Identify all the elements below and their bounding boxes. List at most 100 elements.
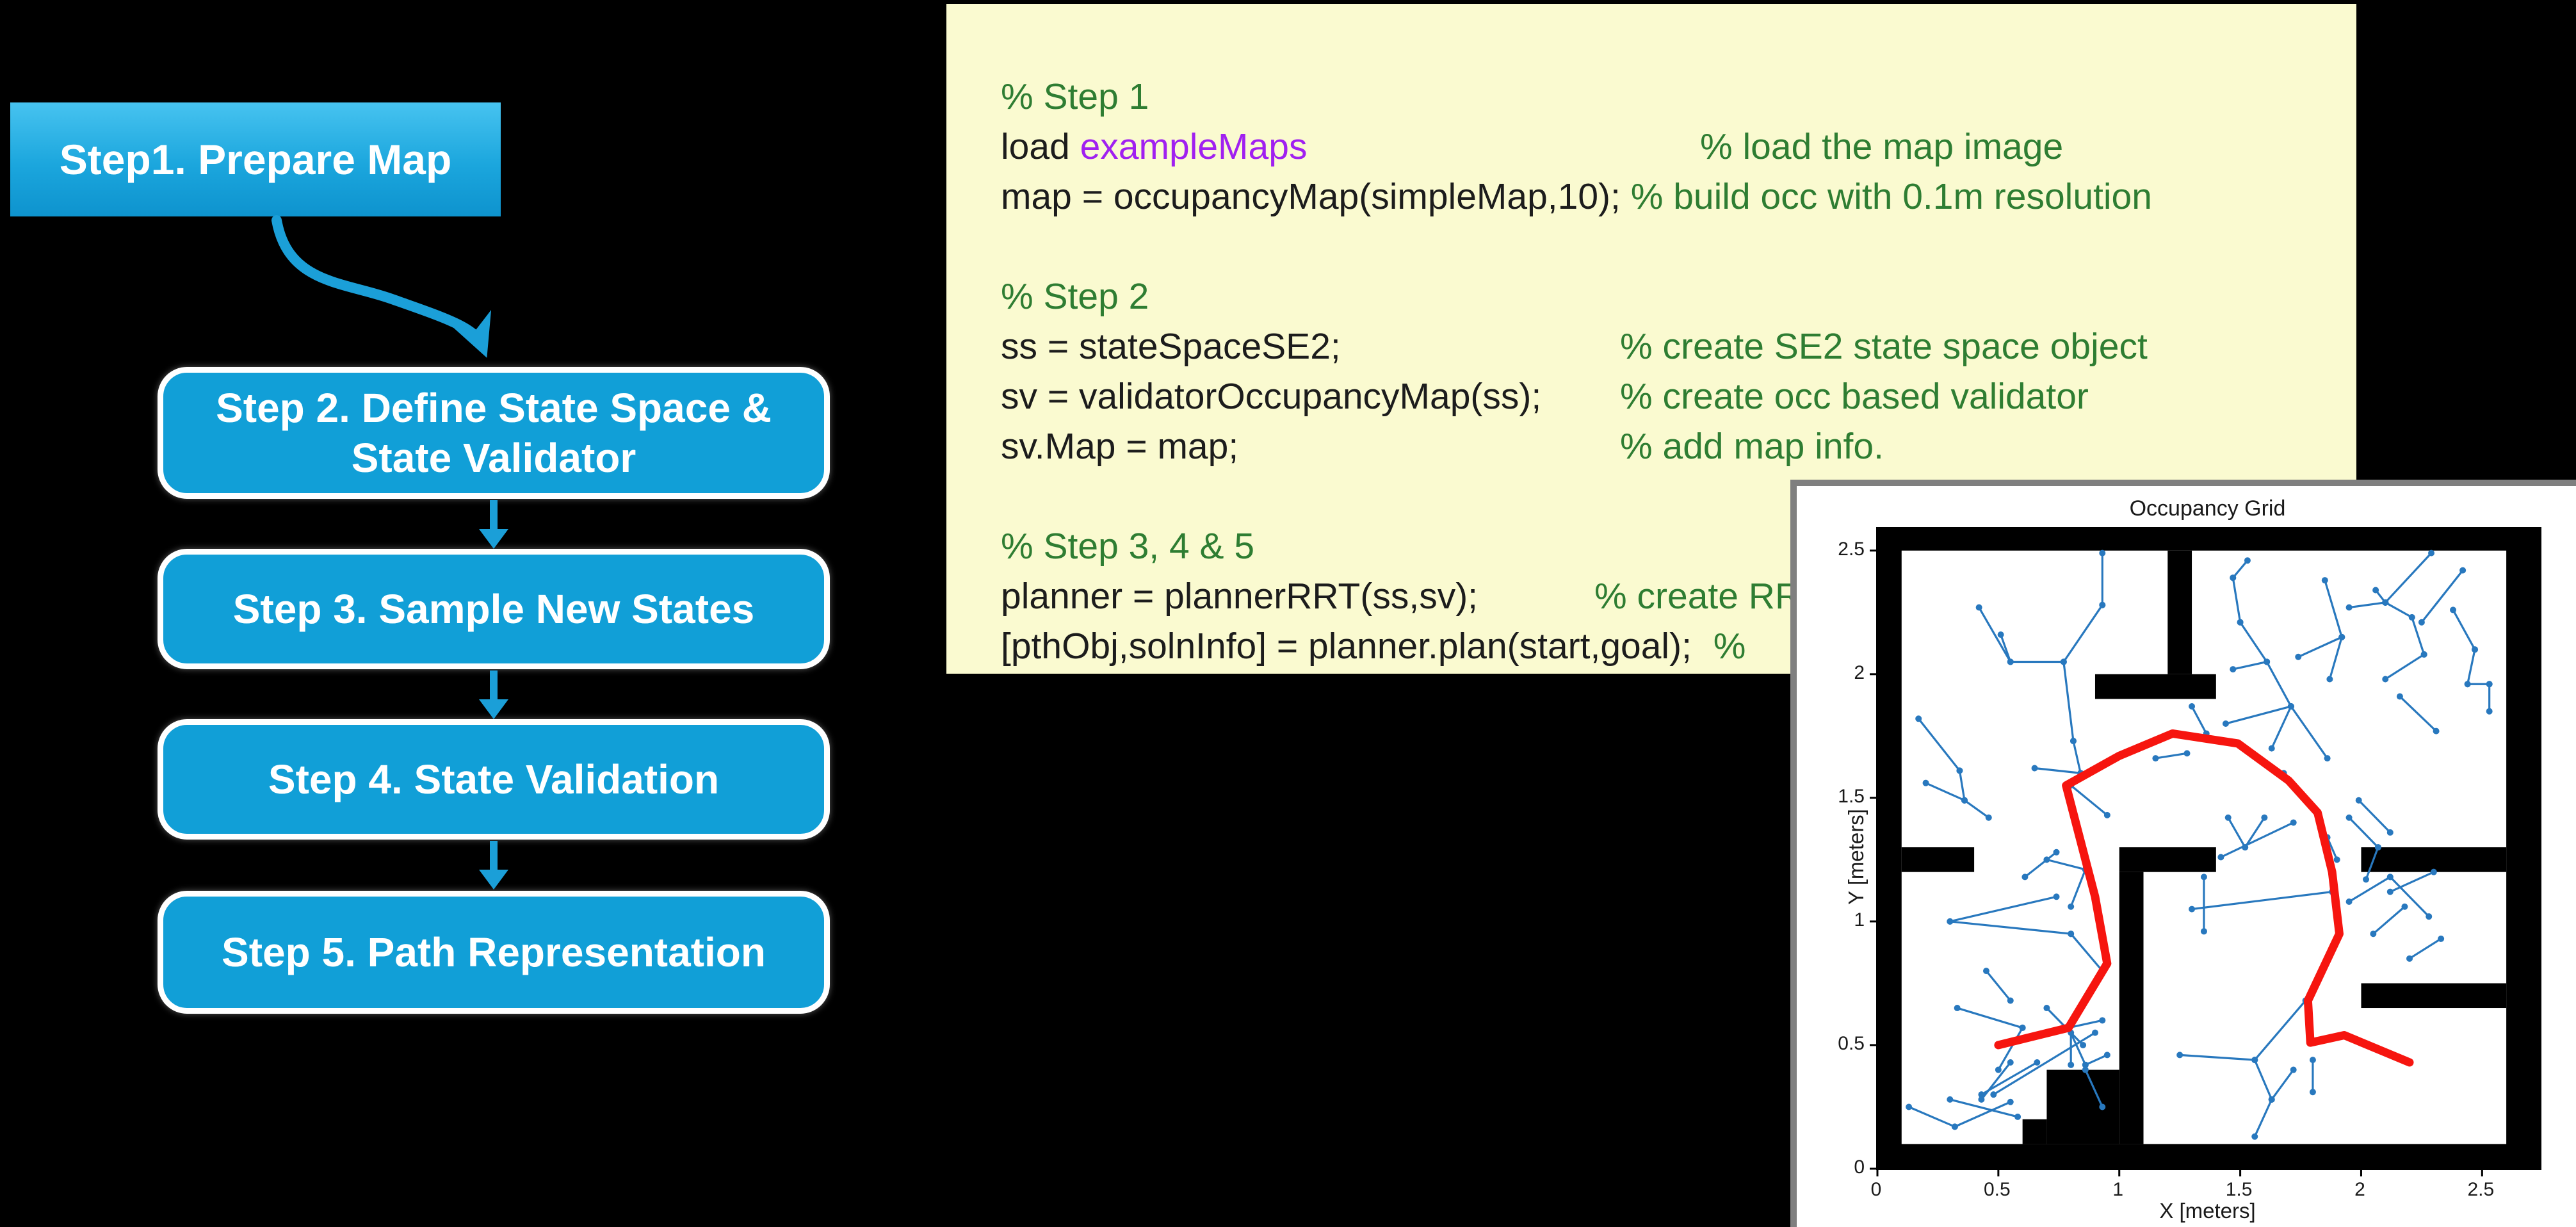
code-line-planner: planner = plannerRRT(ss,sv); % create RR (1001, 575, 1801, 617)
tree-edge (2348, 876, 2391, 903)
tree-edge (2046, 858, 2086, 871)
tree-node (2176, 1052, 2183, 1059)
flowchart: Step1. Prepare Map Step 2. Define State … (0, 0, 896, 1227)
tree-node (2091, 1029, 2098, 1036)
tree-node (2068, 1061, 2075, 1068)
flowchart-box-step4-label: Step 4. State Validation (268, 756, 720, 802)
code-keyword-examplemaps: exampleMaps (1080, 126, 1308, 167)
code-line-load: load exampleMaps% load the map image (1001, 126, 2063, 168)
tree-edge (2070, 784, 2108, 817)
tree-node (2230, 574, 2237, 581)
tree-node (2043, 856, 2050, 863)
tree-edge (2265, 661, 2292, 707)
tree-node (2464, 681, 2471, 688)
x-tick-label-2.5: 2.5 (2467, 1179, 2495, 1200)
obstacle-bar-lower-right (2361, 983, 2507, 1009)
tree-node (2426, 913, 2433, 920)
tree-edge (2372, 906, 2406, 935)
tree-node (1975, 604, 1982, 611)
tree-node (2200, 928, 2207, 935)
obstacle-wall-center-vertical (2119, 872, 2144, 1144)
code-planner: planner = plannerRRT(ss,sv); (1001, 576, 1498, 617)
tree-edge (2467, 649, 2476, 685)
tree-node (2338, 633, 2345, 640)
y-tick-label-2.5: 2.5 (1838, 538, 1865, 560)
tree-edge (2399, 695, 2437, 732)
tree-edge (2452, 609, 2476, 650)
y-tick-label-0: 0 (1854, 1157, 1865, 1178)
code-line-svmap: sv.Map = map;% add map info. (1001, 425, 1884, 467)
tree-node (2420, 651, 2427, 658)
tree-node (1947, 918, 1954, 925)
tree-node (2486, 681, 2493, 688)
tree-node (2237, 619, 2244, 626)
tree-node (2386, 888, 2394, 895)
code-line-step345-header: % Step 3, 4 & 5 (1001, 526, 1255, 567)
tree-node (2251, 1057, 2258, 1064)
tree-node (2043, 1005, 2050, 1012)
y-tick-label-1: 1 (1854, 909, 1865, 930)
tree-node (1954, 1005, 1961, 1012)
tree-edge (2297, 636, 2342, 658)
tree-node (2433, 727, 2440, 735)
tree-node (2080, 1041, 2087, 1048)
obstacle-block-bottom-large (2046, 1069, 2119, 1144)
y-tick-label-2: 2 (1854, 662, 1865, 683)
tree-node (2007, 658, 2014, 665)
flowchart-box-step5-label: Step 5. Path Representation (222, 929, 766, 975)
tree-node (2324, 755, 2331, 762)
obstacle-bar-center (2119, 847, 2216, 872)
tree-node (2386, 874, 2394, 881)
tree-edge (2070, 869, 2087, 907)
tree-node (2007, 997, 2014, 1004)
tree-node (2290, 819, 2297, 826)
tree-edge (1949, 895, 2057, 923)
code-comment-sv: % create occ based validator (1620, 376, 2089, 417)
tree-node (2345, 898, 2353, 906)
flowchart-box-step2-line2: State Validator (351, 435, 636, 481)
arrow-step3-step4 (479, 670, 508, 719)
tree-node (2103, 811, 2110, 818)
code-comment-planner: % create RR (1594, 576, 1802, 617)
tree-edge (1949, 1098, 2018, 1118)
tree-node (1982, 968, 1989, 975)
tree-edge (2365, 847, 2379, 880)
tree-node (2217, 854, 2224, 861)
tree-node (2230, 666, 2237, 673)
tree-edge (2324, 580, 2343, 638)
obstacle-wall-bottom (1877, 1144, 2540, 1169)
tree-node (2264, 658, 2271, 665)
tree-node (2082, 1061, 2089, 1068)
tree-node (1922, 779, 1929, 786)
tree-node (2309, 1089, 2316, 1096)
code-svmap: sv.Map = map; (1001, 426, 1239, 467)
tree-node (2031, 765, 2038, 772)
tree-edge (2068, 1019, 2103, 1029)
tree-edge (2385, 601, 2413, 619)
x-tick-label-0.5: 0.5 (1984, 1179, 2011, 1200)
tree-edge (1950, 920, 2071, 935)
tree-node (1978, 1096, 1985, 1103)
tree-node (2333, 856, 2340, 863)
tree-node (2382, 599, 2389, 606)
tree-node (2472, 646, 2479, 653)
tree-node (2363, 876, 2370, 883)
tree-edge (2254, 1000, 2306, 1061)
tree-edge (2385, 653, 2425, 680)
tree-edge (1957, 1007, 2023, 1029)
tree-edge (2232, 560, 2249, 579)
tree-node (2374, 844, 2381, 851)
tree-edge (2385, 552, 2433, 603)
tree-edge (2348, 817, 2379, 849)
tree-node (2345, 814, 2353, 821)
code-sv: sv = validatorOccupancyMap(ss); (1001, 376, 1542, 417)
code-map: map = occupancyMap(simpleMap,10); (1001, 176, 1631, 217)
tree-edge (2232, 577, 2242, 622)
tree-node (2082, 1066, 2089, 1073)
code-comment-ss: % create SE2 state space object (1620, 326, 2148, 367)
tree-node (2309, 1057, 2316, 1064)
flowchart-box-step2: Step 2. Define State Space & State Valid… (158, 367, 830, 499)
code-line-sv: sv = validatorOccupancyMap(ss); % create … (1001, 375, 2089, 418)
code-load: load (1001, 126, 1080, 167)
tree-node (2382, 676, 2389, 683)
